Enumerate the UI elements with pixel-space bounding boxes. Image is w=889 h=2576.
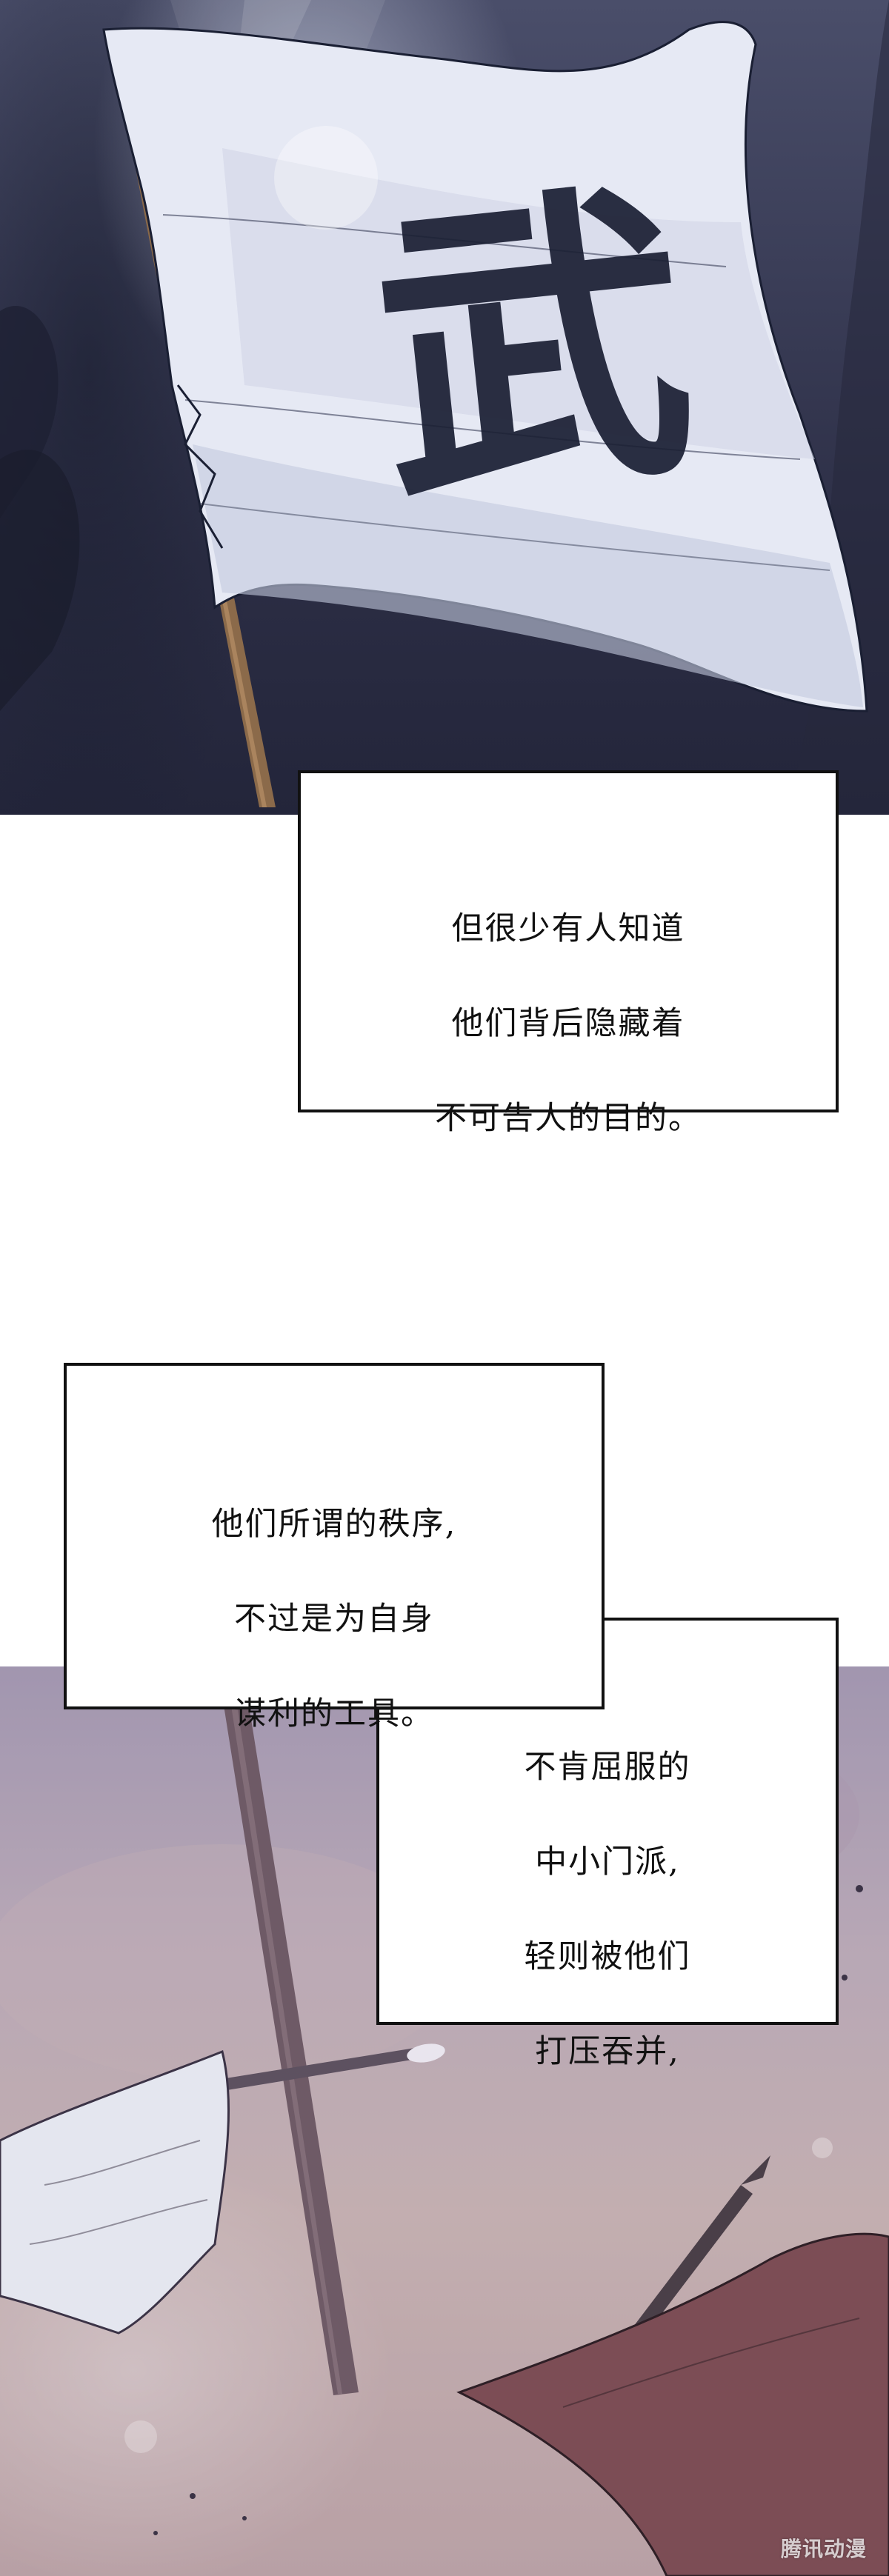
- narration-2-line-2: 不过是为自身: [234, 1601, 434, 1638]
- narration-3-line-3: 轻则被他们: [524, 1938, 691, 1975]
- narration-3-line-2: 中小门派,: [535, 1843, 680, 1881]
- banner-panel: 武: [0, 0, 889, 815]
- narration-2-line-3: 谋利的工具。: [234, 1695, 434, 1732]
- narration-2-line-1: 他们所谓的秩序,: [211, 1506, 457, 1543]
- narration-3-line-1: 不肯屈服的: [524, 1749, 691, 1786]
- narration-1-line-2: 他们背后隐藏着: [451, 1005, 685, 1042]
- banner-scene-art: [0, 0, 889, 815]
- narration-3-line-4: 打压吞并,: [535, 2033, 680, 2070]
- publisher-watermark: 腾讯动漫: [780, 2537, 867, 2561]
- narration-box-2: 他们所谓的秩序, 不过是为自身 谋利的工具。: [64, 1363, 605, 1732]
- banner-calligraphy: 武: [359, 150, 707, 546]
- narration-1-line-3: 不可告人的目的。: [435, 1100, 702, 1137]
- narration-1-line-1: 但很少有人知道: [451, 910, 685, 947]
- narration-box-1: 但很少有人知道 他们背后隐藏着 不可告人的目的。: [298, 770, 839, 1137]
